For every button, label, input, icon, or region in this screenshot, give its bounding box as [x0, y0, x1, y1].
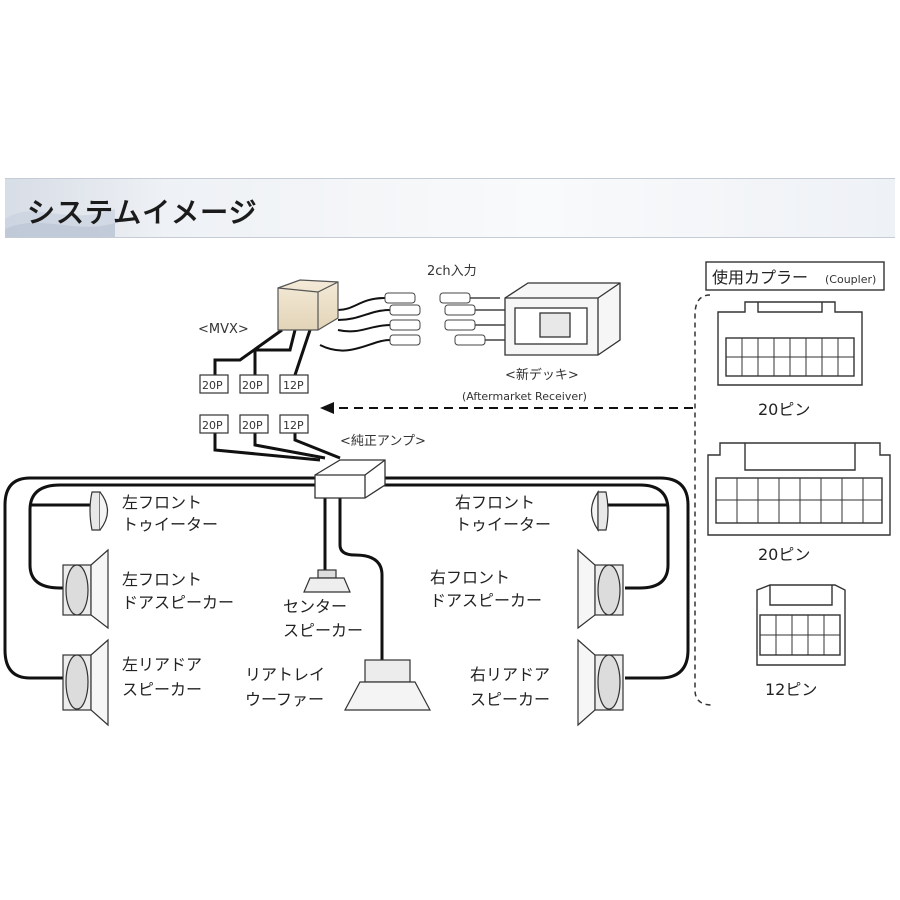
connector-top-1: 20P — [202, 379, 223, 392]
right-rear-door-speaker — [577, 638, 624, 727]
woofer-line1: リアトレイ — [245, 665, 325, 684]
coupler-label-1: 20ピン — [758, 400, 810, 419]
aftermarket-receiver — [504, 282, 621, 356]
right-tweeter — [590, 490, 609, 532]
right-front-tweeter-line1: 右フロント — [455, 493, 535, 512]
input-plugs — [384, 292, 486, 346]
coupler-label-2: 20ピン — [758, 545, 810, 564]
connector-bottom-3: 12P — [283, 419, 304, 432]
coupler-title: 使用カプラー — [712, 268, 808, 287]
section-header: システムイメージ — [5, 178, 895, 238]
amp-label: <純正アンプ> — [340, 434, 426, 449]
page-title: システムイメージ — [27, 196, 258, 229]
right-rear-door-line1: 右リアドア — [470, 665, 550, 684]
input-label: 2ch入力 — [427, 264, 477, 279]
coupler-20pin-2 — [707, 442, 891, 536]
right-front-door-line1: 右フロント — [430, 568, 510, 587]
right-front-door-speaker — [577, 548, 624, 630]
coupler-12pin — [756, 584, 846, 666]
connector-bottom-1: 20P — [202, 419, 223, 432]
connector-top-2: 20P — [242, 379, 263, 392]
mvx-unit — [277, 279, 339, 331]
connector-bottom-2: 20P — [242, 419, 263, 432]
right-front-tweeter-line2: トゥイーター — [455, 515, 551, 534]
center-line1: センター — [283, 597, 347, 616]
right-rear-door-line2: スピーカー — [470, 690, 550, 709]
left-front-door-speaker — [62, 548, 109, 630]
stock-amp — [314, 459, 386, 499]
left-front-door-line2: ドアスピーカー — [122, 593, 234, 612]
coupler-panel: 使用カプラー (Coupler) 20ピン 20ピン — [694, 261, 891, 706]
center-line2: スピーカー — [283, 621, 363, 640]
coupler-title-en: (Coupler) — [825, 273, 876, 286]
left-rear-door-speaker — [62, 638, 109, 727]
left-rear-door-line2: スピーカー — [122, 680, 202, 699]
connectors-top — [199, 374, 309, 394]
coupler-20pin-1 — [717, 301, 863, 386]
deck-label: <新デッキ> — [505, 367, 579, 383]
coupler-label-3: 12ピン — [765, 680, 817, 699]
mvx-label: <MVX> — [198, 322, 249, 337]
deck-sub-label: (Aftermarket Receiver) — [462, 390, 587, 403]
dashed-arrow — [320, 402, 693, 414]
right-front-door-line2: ドアスピーカー — [430, 591, 542, 610]
woofer-line2: ウーファー — [245, 690, 324, 709]
header-swoosh — [5, 179, 115, 237]
left-front-door-line1: 左フロント — [122, 570, 202, 589]
connector-top-3: 12P — [283, 379, 304, 392]
left-front-tweeter-line1: 左フロント — [122, 493, 202, 512]
center-speaker — [303, 569, 351, 593]
left-front-tweeter-line2: トゥイーター — [122, 515, 218, 534]
left-rear-door-line1: 左リアドア — [122, 655, 202, 674]
left-tweeter — [89, 491, 109, 531]
rear-tray-woofer — [343, 659, 432, 711]
connectors-bottom — [199, 414, 309, 434]
